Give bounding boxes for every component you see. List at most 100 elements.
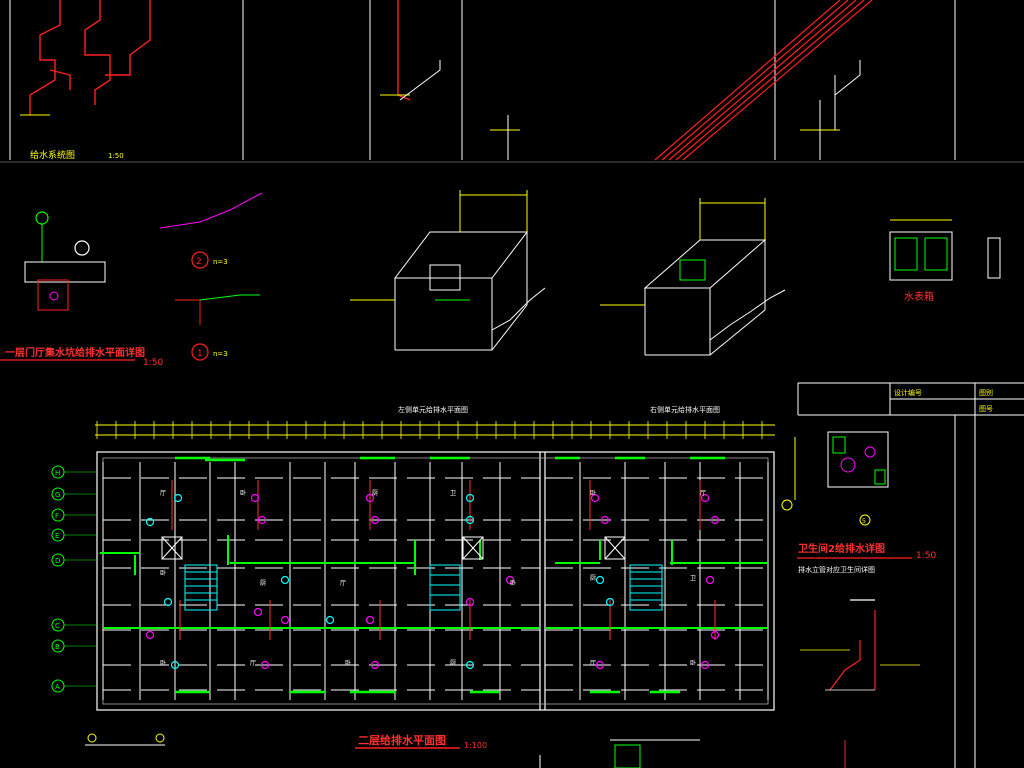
section-marker-1[interactable]: [191, 343, 209, 361]
plumbing-fixture: [260, 660, 270, 670]
plumbing-fixture: [595, 575, 605, 585]
axis-label: H: [55, 469, 60, 477]
svg-text:设计编号: 设计编号: [894, 388, 922, 397]
room-label: 厨: [590, 575, 596, 582]
axis-label: E: [55, 532, 59, 540]
plumbing-fixture: [705, 575, 715, 585]
room-label: 卧: [160, 659, 166, 667]
bathroom-detail-title: 卫生间2给排水详图: [798, 542, 885, 555]
axis-label: F: [55, 512, 59, 520]
room-label: 卧: [345, 659, 351, 667]
pipe-section-markers: 2 n=3 1 n=3: [159, 192, 263, 361]
floor-plan-outline: [96, 451, 775, 711]
room-label: 厅: [160, 490, 166, 497]
plan-dimension-chain-top: [95, 424, 775, 436]
plan-header-left: 左侧单元给排水平面图: [398, 405, 468, 414]
riser-diagram-scale: 1:50: [108, 152, 124, 160]
plan-walls: [102, 462, 769, 700]
riser-pipes-red: [29, 0, 411, 115]
tank-title: 水表箱: [904, 290, 934, 303]
stair-left: [184, 564, 218, 611]
section-marker-1-label: 1: [197, 349, 203, 359]
floor-plan-title: 二层给排水平面图 1:100: [355, 733, 487, 750]
plumbing-fixture: [145, 517, 155, 527]
plumbing-fixture: [700, 493, 710, 503]
plumbing-fixture: [173, 493, 183, 503]
plumbing-fixture: [465, 660, 475, 670]
plumbing-fixture: [605, 597, 615, 607]
room-label: 卧: [510, 579, 516, 587]
axis-grid-bubbles: H G F E D C B A: [51, 465, 97, 693]
diagonal-pipe-bundle: [654, 0, 873, 161]
isometric-tank-right: [600, 198, 786, 356]
room-label: 卧: [690, 659, 696, 667]
plumbing-fixture: [600, 515, 610, 525]
room-label: 厅: [340, 580, 346, 587]
plumbing-fixture: [710, 515, 720, 525]
axis-label: D: [55, 557, 60, 565]
room-label: 卫: [450, 490, 456, 497]
room-label: 卧: [240, 489, 246, 497]
riser-diagram-title: 给水系统图: [30, 149, 75, 161]
section-marker-2-label: 2: [196, 257, 202, 267]
plumbing-fixture: [365, 493, 375, 503]
bathroom-detail-subtitle: 排水立管对应卫生间详图: [798, 565, 875, 574]
axis-label: C: [55, 622, 60, 630]
plumbing-fixture: [365, 615, 375, 625]
svg-text:n=3: n=3: [213, 350, 228, 358]
room-label: 厅: [590, 660, 596, 667]
axis-label: B: [55, 643, 60, 651]
plumbing-fixture: [325, 615, 335, 625]
svg-text:图号: 图号: [979, 405, 993, 413]
isometric-tank-left: [350, 190, 546, 351]
plumbing-fixture: [370, 515, 380, 525]
plumbing-fixture: [370, 660, 380, 670]
elevator-shafts: [161, 536, 626, 560]
room-label: 厨: [450, 660, 456, 667]
plumbing-fixture: [465, 597, 475, 607]
stair-right: [629, 564, 663, 611]
ground-detail-scale: 1:50: [143, 358, 163, 368]
bathroom-detail-scale: 1:50: [916, 551, 936, 561]
riser-system-diagram: 给水系统图 1:50: [0, 0, 1024, 163]
ground-floor-pit-detail: 一层门厅集水坑给排水平面详图 1:50: [0, 211, 163, 368]
plan-fixtures: 厅卧厨卫卧厅卧厨厅卧厨卫卧厅卧厨厅卧: [145, 489, 720, 670]
plumbing-fixture: [145, 630, 155, 640]
axis-label: A: [55, 683, 60, 691]
bottom-edge-details: [85, 733, 846, 768]
plumbing-fixture: [465, 515, 475, 525]
plumbing-fixture: [257, 515, 267, 525]
plumbing-fixture: [250, 493, 260, 503]
bathroom-2-detail: 5 卫生间2给排水详图 1:50 排水立管对应卫生间详图: [781, 431, 936, 574]
plumbing-fixture: [595, 660, 605, 670]
plumbing-fixture: [505, 575, 515, 585]
plumbing-fixture: [590, 493, 600, 503]
plumbing-fixture: [710, 630, 720, 640]
stair-center: [429, 564, 461, 611]
plumbing-fixture: [700, 660, 710, 670]
dimension-ticks: [96, 421, 763, 439]
axis-label: G: [55, 491, 60, 499]
room-label: 厅: [700, 490, 706, 497]
plumbing-fixture: [163, 597, 173, 607]
floor-plan-scale: 1:100: [464, 741, 487, 750]
room-label: 厅: [250, 660, 256, 667]
plumbing-fixture: [170, 660, 180, 670]
plan-pipes: [100, 456, 768, 694]
section-marker-2[interactable]: [191, 251, 209, 269]
title-block: 设计编号 图别 图号: [797, 382, 1024, 416]
plan-header-right: 右侧单元给排水平面图: [650, 405, 720, 414]
plumbing-fixture: [280, 615, 290, 625]
svg-text:5: 5: [862, 518, 866, 525]
room-label: 卧: [590, 489, 596, 497]
plumbing-fixture: [253, 607, 263, 617]
svg-text:n=3: n=3: [213, 258, 228, 266]
room-label: 厨: [260, 580, 266, 587]
drain-riser-detail: [800, 415, 976, 768]
room-label: 卫: [690, 575, 696, 582]
svg-text:图别: 图别: [979, 388, 993, 397]
plumbing-fixture: [280, 575, 290, 585]
room-label: 厨: [372, 490, 378, 497]
plumbing-fixture: [465, 493, 475, 503]
